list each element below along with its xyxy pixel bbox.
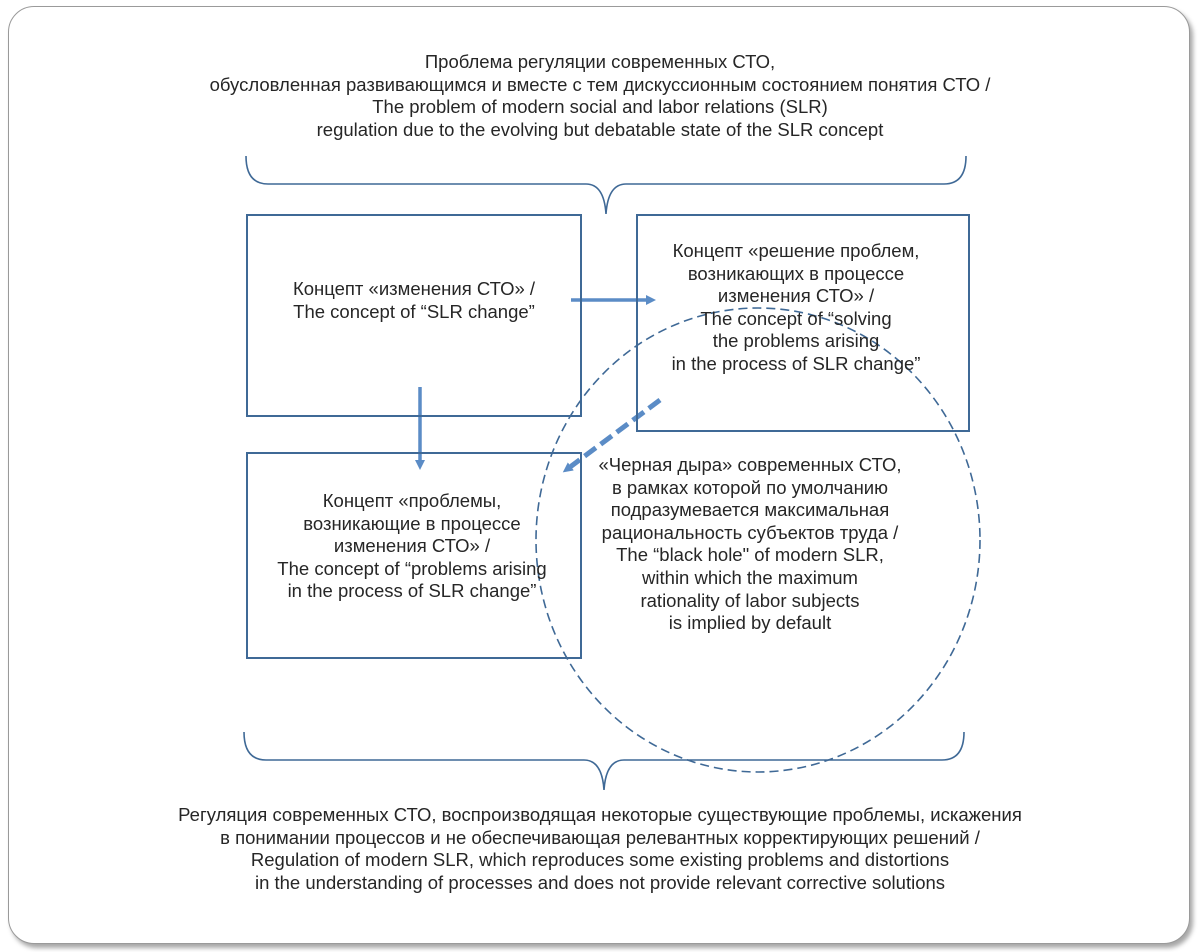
concept-solving-line: Концепт «решение проблем,	[672, 240, 920, 261]
concept-change-line: The concept of “SLR change”	[293, 300, 535, 322]
top-statement: Проблема регуляции современных СТО, обус…	[100, 51, 1100, 141]
bottom-statement: Регуляция современных СТО, воспроизводящ…	[100, 804, 1100, 894]
concept-problems-line: in the process of SLR change”	[287, 580, 537, 602]
concept-change-text: Концепт «изменения СТО» / The concept of…	[246, 278, 582, 323]
top-line: Проблема регуляции современных СТО,	[424, 51, 776, 72]
black-hole-line: rationality of labor subjects	[640, 589, 860, 611]
concept-solving-line: the problems arising	[712, 330, 880, 352]
bottom-line: Regulation of modern SLR, which reproduc…	[250, 849, 950, 871]
black-hole-line: в рамках которой по умолчанию	[611, 476, 889, 498]
black-hole-line: рациональность субъектов труда /	[601, 521, 899, 543]
concept-problems-line: Концепт «проблемы,	[322, 490, 502, 511]
bottom-line: в понимании процессов и не обеспечивающа…	[220, 826, 980, 848]
concept-solving-box	[636, 214, 970, 432]
top-line: обусловленная развивающимся и вместе с т…	[209, 73, 991, 95]
concept-solving-line: in the process of SLR change”	[671, 352, 921, 374]
black-hole-line: is implied by default	[668, 612, 832, 634]
top-line: The problem of modern social and labor r…	[372, 96, 828, 118]
bottom-line: Регуляция современных СТО, воспроизводящ…	[178, 804, 1022, 825]
black-hole-text: «Черная дыра» современных СТО, в рамках …	[590, 454, 910, 635]
concept-solving-line: возникающих в процессе	[687, 262, 905, 284]
concept-solving-line: изменения СТО» /	[717, 285, 875, 307]
concept-problems-line: изменения СТО» /	[333, 535, 491, 557]
concept-problems-text: Концепт «проблемы, возникающие в процесс…	[246, 490, 578, 603]
black-hole-line: подразумевается максимальная	[610, 499, 890, 521]
concept-problems-line: The concept of “problems arising	[277, 557, 547, 579]
concept-solving-text: Концепт «решение проблем, возникающих в …	[636, 240, 956, 376]
top-line: regulation due to the evolving but debat…	[316, 118, 884, 140]
concept-change-line: Концепт «изменения СТО» /	[292, 278, 536, 299]
black-hole-line: «Черная дыра» современных СТО,	[598, 454, 902, 475]
concept-problems-line: возникающие в процессе	[303, 512, 521, 534]
concept-solving-line: The concept of “solving	[700, 307, 892, 329]
black-hole-line: The “black hole" of modern SLR,	[616, 544, 884, 566]
bottom-line: in the understanding of processes and do…	[254, 871, 946, 893]
black-hole-line: within which the maximum	[642, 566, 858, 588]
concept-change-box	[246, 214, 582, 417]
concept-problems-box	[246, 452, 582, 659]
